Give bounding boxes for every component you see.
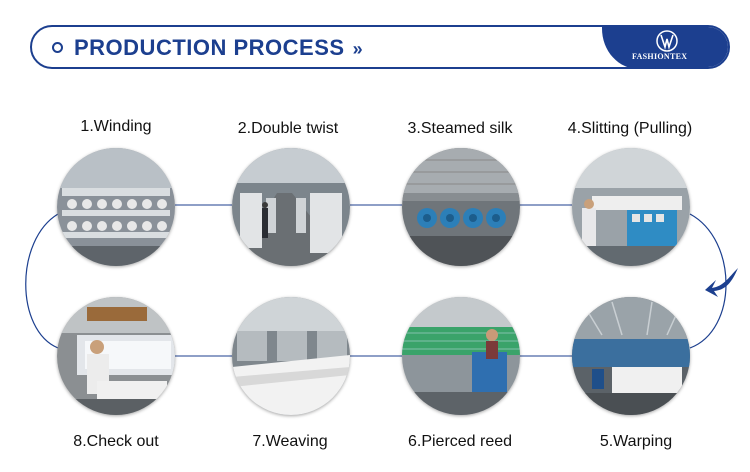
bullet-icon: [52, 42, 63, 53]
header-bar: PRODUCTION PROCESS» FASHIONTEX: [30, 25, 730, 69]
slitting-photo: [572, 148, 690, 266]
double-twist-photo: [232, 148, 350, 266]
step-label-slitting: 4.Slitting (Pulling): [567, 120, 693, 137]
steamed-silk-photo: [402, 148, 520, 266]
step-label-winding: 1.Winding: [80, 118, 152, 135]
winding-photo: [57, 148, 175, 266]
step-label-steamed-silk: 3.Steamed silk: [407, 120, 513, 137]
chevron-right-icon: »: [352, 39, 363, 59]
check-out-photo: [57, 297, 175, 415]
step-label-warping: 5.Warping: [599, 433, 673, 450]
page-title: PRODUCTION PROCESS»: [74, 35, 363, 60]
curved-arrow-icon: [705, 268, 738, 297]
pierced-reed-photo: [402, 297, 520, 415]
step-label-double-twist: 2.Double twist: [237, 120, 339, 137]
step-label-pierced-reed: 6.Pierced reed: [407, 433, 513, 450]
step-label-weaving: 7.Weaving: [252, 433, 328, 450]
weaving-photo: [232, 297, 350, 415]
fashiontex-logo-icon: [656, 30, 678, 52]
warping-photo: [572, 297, 690, 415]
brand-logo: FASHIONTEX: [602, 27, 728, 67]
brand-name: FASHIONTEX: [632, 52, 688, 61]
step-label-check-out: 8.Check out: [73, 433, 159, 450]
